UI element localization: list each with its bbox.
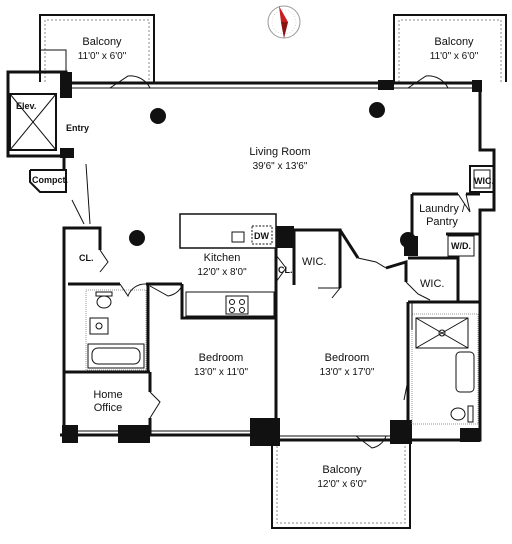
room-dims-bedroom-2: 13'0" x 17'0": [319, 367, 375, 378]
room-name-bedroom-1: Bedroom: [198, 352, 244, 364]
label-compct: Compct.: [32, 175, 68, 185]
label-dw: DW: [254, 231, 269, 241]
label-cl-left: CL.: [79, 253, 94, 263]
elevator: [9, 93, 57, 151]
room-dims-balcony-s: 12'0" x 6'0": [317, 479, 367, 490]
compass-icon: [267, 5, 301, 39]
label-entry: Entry: [66, 123, 90, 133]
room-name-home-office-2: Office: [93, 402, 123, 414]
room-name-laundry-1: Laundry /: [419, 203, 465, 215]
balcony-outline: [39, 14, 507, 529]
room-name-balcony-ne: Balcony: [434, 36, 474, 48]
room-dims-living: 39'6" x 13'6": [252, 161, 308, 172]
interior-walls: [64, 192, 480, 435]
room-name-bedroom-2: Bedroom: [324, 352, 370, 364]
room-name-kitchen: Kitchen: [203, 252, 241, 264]
label-wic-top: WIC.: [474, 176, 494, 186]
label-wic-right: WIC.: [420, 278, 445, 290]
room-name-living: Living Room: [249, 146, 311, 158]
room-name-balcony-nw: Balcony: [82, 36, 122, 48]
label-wd: W/D.: [451, 241, 471, 251]
room-name-laundry-2: Pantry: [426, 216, 458, 228]
room-dims-kitchen: 12'0" x 8'0": [197, 267, 247, 278]
label-wic-mid: WIC.: [302, 256, 327, 268]
room-dims-balcony-ne: 11'0" x 6'0": [429, 51, 479, 62]
room-name-balcony-s: Balcony: [322, 464, 362, 476]
room-dims-bedroom-1: 13'0" x 11'0": [193, 367, 249, 378]
room-name-home-office-1: Home: [93, 389, 123, 401]
label-cl-kitchen: CL.: [278, 265, 293, 275]
room-dims-balcony-nw: 11'0" x 6'0": [77, 51, 127, 62]
label-elev: Elev.: [16, 101, 37, 111]
